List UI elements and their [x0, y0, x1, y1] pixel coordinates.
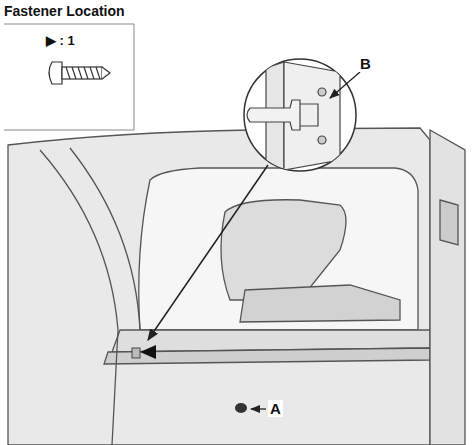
vehicle-body	[8, 128, 465, 445]
callout-letter: A	[268, 400, 283, 417]
fastener-location-box: Fastener Location ▶ : 1	[4, 3, 134, 130]
fastener-count: ▶ : 1	[46, 33, 134, 48]
zoom-detail	[244, 59, 356, 176]
screw-icon	[49, 62, 110, 84]
box-heading: Fastener Location	[4, 3, 134, 19]
fastener-marker	[140, 345, 156, 359]
callout-letter: B	[358, 55, 373, 72]
fastener-hole	[132, 348, 140, 358]
zoom-leader	[148, 165, 268, 340]
clip-part	[235, 403, 247, 413]
leader-line	[251, 408, 266, 409]
fastener-frame	[4, 24, 134, 130]
leader-line	[330, 72, 360, 98]
